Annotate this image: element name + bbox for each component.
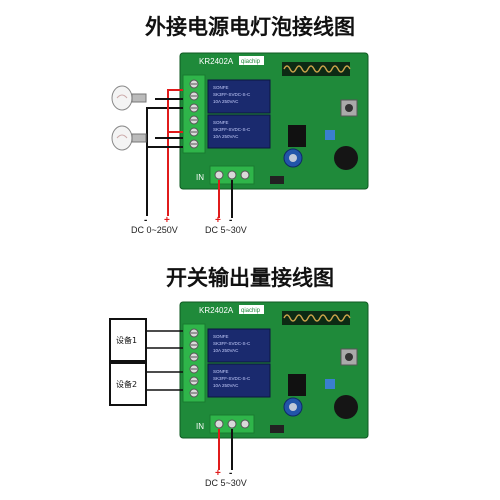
smd-diode bbox=[270, 176, 284, 184]
device-2-box bbox=[109, 362, 147, 406]
inductor bbox=[334, 395, 358, 419]
input-screw-plus bbox=[214, 170, 224, 180]
output-terminal-block bbox=[182, 323, 206, 403]
board-brand-label: qiachip bbox=[241, 308, 261, 314]
relay-2 bbox=[207, 114, 271, 149]
relay-1 bbox=[207, 328, 271, 363]
relay-2-text2: SK3FF-SVDC-S-C bbox=[213, 127, 251, 132]
model-label-bg bbox=[197, 55, 263, 66]
diagram1: KR2402A qiachip SONFE SK3FF-SVDC-S-C 10A… bbox=[111, 52, 369, 235]
smd-cap bbox=[325, 379, 335, 389]
relay-1-text3: 10A 250VAC bbox=[213, 99, 239, 104]
input-screw-aux bbox=[240, 419, 250, 429]
device-2-label: 设备2 bbox=[116, 379, 137, 389]
load-plus-sign: + bbox=[164, 215, 170, 226]
diagram2-title: 开关输出量接线图 bbox=[166, 266, 334, 290]
device-1-box bbox=[109, 318, 147, 362]
output-screws bbox=[189, 79, 199, 149]
supply-minus-sign: - bbox=[229, 468, 232, 479]
brand-badge bbox=[239, 305, 264, 314]
input-screw-plus bbox=[214, 419, 224, 429]
capacitor-top bbox=[289, 154, 297, 162]
bulb-1-icon bbox=[111, 85, 147, 111]
diagram2: KR2402A qiachip SONFE SK3FF-SVDC-S-C 10A… bbox=[109, 301, 369, 488]
diagram1-title: 外接电源电灯泡接线图 bbox=[145, 15, 355, 39]
relay-1-text1: SONFE bbox=[213, 334, 229, 339]
supply-minus-sign: - bbox=[229, 215, 232, 226]
relay-2-text3: 10A 250VAC bbox=[213, 134, 239, 139]
capacitor-top bbox=[289, 403, 297, 411]
load-wire-red-1 bbox=[167, 89, 183, 216]
board-model-label: KR2402A bbox=[199, 306, 234, 315]
device-1-label: 设备1 bbox=[116, 335, 137, 345]
load-power-label: DC 0~250V bbox=[131, 225, 178, 235]
relay-1-text1: SONFE bbox=[213, 85, 229, 90]
load-minus-sign: - bbox=[144, 215, 147, 226]
smd-cap bbox=[325, 130, 335, 140]
relay-2-text3: 10A 250VAC bbox=[213, 383, 239, 388]
learn-button-cap bbox=[345, 104, 353, 112]
brand-badge bbox=[239, 56, 264, 65]
output-screws bbox=[189, 328, 199, 398]
relay-1-text2: SK3FF-SVDC-S-C bbox=[213, 341, 251, 346]
relay-2-text1: SONFE bbox=[213, 120, 229, 125]
board-brand-label: qiachip bbox=[241, 59, 261, 65]
supply-power-label: DC 5~30V bbox=[205, 478, 247, 488]
load-wire-black bbox=[146, 107, 183, 216]
inductor bbox=[334, 146, 358, 170]
input-screw-aux bbox=[240, 170, 250, 180]
antenna-coil-icon bbox=[283, 65, 351, 73]
board-model-label: KR2402A bbox=[199, 57, 234, 66]
rf-module bbox=[282, 311, 350, 325]
supply-power-label: DC 5~30V bbox=[205, 225, 247, 235]
antenna-coil-icon bbox=[283, 314, 351, 322]
input-screw-minus bbox=[227, 170, 237, 180]
output-terminal-block bbox=[182, 74, 206, 154]
relay-1 bbox=[207, 79, 271, 114]
smd-diode bbox=[270, 425, 284, 433]
relay-2-text2: SK3FF-SVDC-S-C bbox=[213, 376, 251, 381]
supply-plus-sign: + bbox=[215, 468, 221, 479]
relay-2-text1: SONFE bbox=[213, 369, 229, 374]
supply-plus-sign: + bbox=[215, 215, 221, 226]
learn-button-cap bbox=[345, 353, 353, 361]
ic-chip bbox=[288, 374, 306, 396]
input-label: IN bbox=[196, 422, 204, 431]
rf-module bbox=[282, 62, 350, 76]
input-label: IN bbox=[196, 173, 204, 182]
input-screw-minus bbox=[227, 419, 237, 429]
bulb-2-icon bbox=[111, 125, 147, 151]
relay-1-text2: SK3FF-SVDC-S-C bbox=[213, 92, 251, 97]
relay-1-text3: 10A 250VAC bbox=[213, 348, 239, 353]
ic-chip bbox=[288, 125, 306, 147]
relay-2 bbox=[207, 363, 271, 398]
